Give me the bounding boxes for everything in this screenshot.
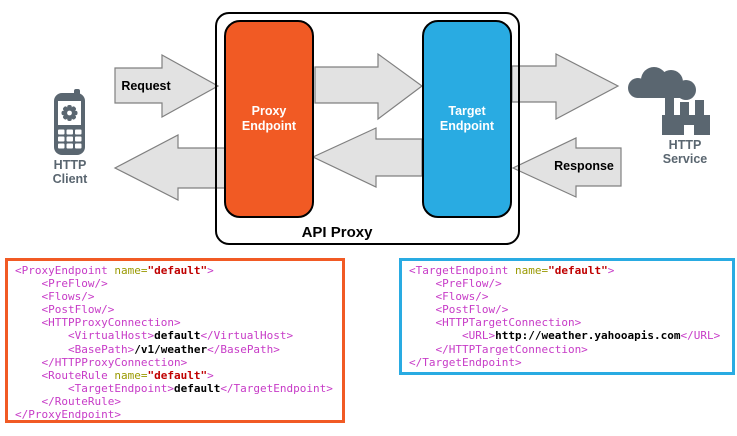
- proxy-endpoint-label: Proxy Endpoint: [241, 104, 297, 133]
- gear-icon: [61, 105, 78, 121]
- http-client-label: HTTP Client: [52, 158, 88, 186]
- flow-arrows-layer: [113, 52, 622, 201]
- cloud-smoke-icon: [628, 67, 696, 100]
- proxy-to-target-arrow: [314, 52, 424, 121]
- api-proxy-label: API Proxy: [301, 224, 373, 241]
- target-endpoint-label: Target Endpoint: [439, 104, 495, 133]
- proxy-to-client-arrow: [113, 134, 226, 201]
- http-service-label: HTTP Service: [662, 138, 708, 166]
- target-endpoint-xml: <TargetEndpoint name="default"> <PreFlow…: [399, 258, 735, 375]
- target-to-service-arrow: [511, 53, 620, 120]
- phone-keypad: [58, 129, 82, 149]
- request-arrow: [114, 53, 220, 119]
- api-proxy-box: [215, 12, 520, 245]
- http-service-icon: [628, 67, 710, 135]
- response-label: Response: [554, 159, 614, 173]
- mobile-client-icon: [54, 89, 85, 155]
- request-label: Request: [121, 79, 171, 93]
- target-endpoint-box: Target Endpoint: [422, 20, 512, 218]
- factory-icon: [662, 98, 710, 135]
- proxy-endpoint-xml: <ProxyEndpoint name="default"> <PreFlow/…: [5, 258, 345, 423]
- response-arrow: [511, 137, 622, 198]
- target-to-proxy-arrow: [311, 127, 423, 188]
- proxy-endpoint-box: Proxy Endpoint: [224, 20, 314, 218]
